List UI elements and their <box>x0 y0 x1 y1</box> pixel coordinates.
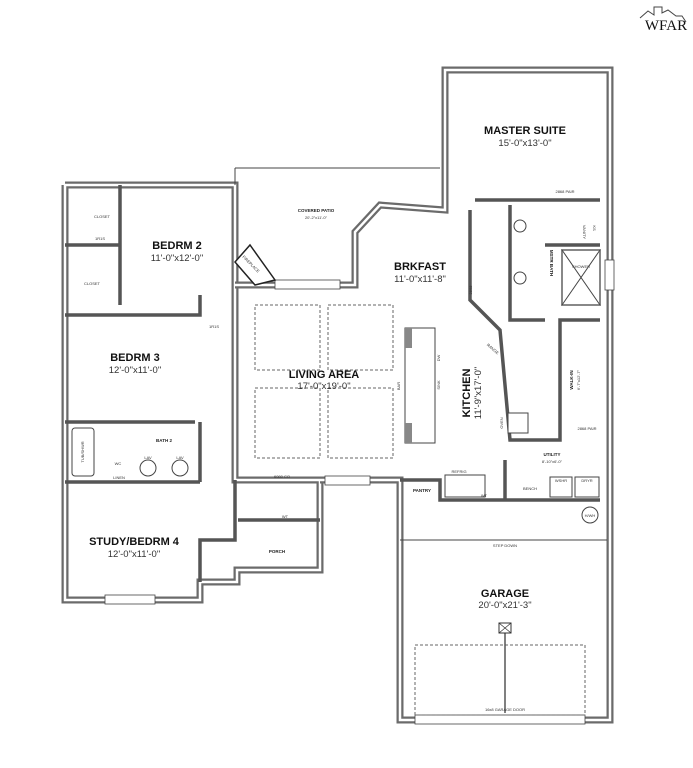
garage-dims: 20'-0"x21'-3" <box>478 600 531 611</box>
master-suite-dims: 15'-0"x13'-0" <box>498 138 551 149</box>
fixture-labels: CLOSET CLOSET 1R1S 1R1S FIREPLACE BAR SI… <box>80 189 597 712</box>
mstr-bath-name: MSTR BATH <box>549 250 554 276</box>
bedrm3-dims: 12'-0"x11'-0" <box>109 365 161 376</box>
shelf-label: 1R1S <box>95 236 105 241</box>
refrig-label: REFRIG <box>451 469 466 474</box>
utility-name: UTILITY <box>544 452 561 457</box>
lav-label: LAV <box>144 455 152 460</box>
linen-label: LINEN <box>113 475 125 480</box>
dryr-label: DRYR <box>581 478 592 483</box>
shelf-label: 1R1S <box>209 324 219 329</box>
ks-label: KS <box>592 225 597 231</box>
wt-label: WT <box>282 514 289 519</box>
wc-label: WC <box>115 461 122 466</box>
vanity-label: VANITY <box>582 225 587 239</box>
kitchen-name: KITCHEN <box>461 369 473 418</box>
dw-label: DW <box>436 354 441 361</box>
pair-door-label: 2868 PAIR <box>577 426 596 431</box>
brkfast-dims: 11'-0"x11'-8" <box>394 274 446 285</box>
utility-dims: 8'-10"x6'-0" <box>542 459 563 464</box>
lav-label: LAV <box>176 455 184 460</box>
wshr-label: WSHR <box>555 478 567 483</box>
logo-text: WFAR <box>645 18 687 34</box>
room-labels: MASTER SUITE 15'-0"x13'-0" BEDRM 2 11'-0… <box>89 125 581 611</box>
bedrm3-name: BEDRM 3 <box>110 352 160 364</box>
oven-label: OVEN <box>499 417 504 428</box>
bath2-name: BATH 2 <box>156 438 172 443</box>
range-label: RANGE <box>486 342 500 355</box>
shower-label: SHOWER <box>572 264 590 269</box>
exterior-walls <box>61 66 615 725</box>
hwh-label: H/WH <box>585 513 596 518</box>
walkin-name: WALK-IN <box>569 370 574 389</box>
kitchen-dims: 11'-9"x17'-0" <box>473 367 484 419</box>
patio-dims: 20'-2"x11'-0" <box>305 215 328 220</box>
walkin-dims: 6'-7"x12'-7" <box>576 369 581 390</box>
garage-door-label: 16x8 GARAGE DOOR <box>485 707 525 712</box>
patio-name: COVERED PATIO <box>298 208 335 213</box>
patio-door-label: 6080 CO <box>274 474 290 479</box>
living-dims: 17'-0"x19'-0" <box>297 381 350 392</box>
closet-label: CLOSET <box>94 214 111 219</box>
living-name: LIVING AREA <box>289 369 360 381</box>
study-dims: 12'-0"x11'-0" <box>108 549 160 560</box>
brkfast-name: BRKFAST <box>394 261 446 273</box>
pantry-name: PANTRY <box>413 488 431 493</box>
tub-label: TUB/SHWR <box>80 441 85 462</box>
master-suite-name: MASTER SUITE <box>484 125 566 137</box>
study-name: STUDY/BEDRM 4 <box>89 536 180 548</box>
bar-label: BAR <box>396 382 401 390</box>
pair-door-label: 2868 PAIR <box>555 189 574 194</box>
bedrm2-name: BEDRM 2 <box>152 240 202 252</box>
porch-name: PORCH <box>269 549 285 554</box>
door-label: 2868 <box>468 285 473 295</box>
bedrm2-dims: 11'-0"x12'-0" <box>151 253 203 264</box>
interior-walls <box>65 185 607 716</box>
step-down-label: STEP DOWN <box>493 543 517 548</box>
garage-name: GARAGE <box>481 588 529 600</box>
closet-label: CLOSET <box>84 281 101 286</box>
bench-label: BENCH <box>523 486 537 491</box>
wt-label: WT <box>481 493 488 498</box>
sink-label: SINK <box>436 380 441 390</box>
wfar-logo: WFAR <box>639 6 687 34</box>
